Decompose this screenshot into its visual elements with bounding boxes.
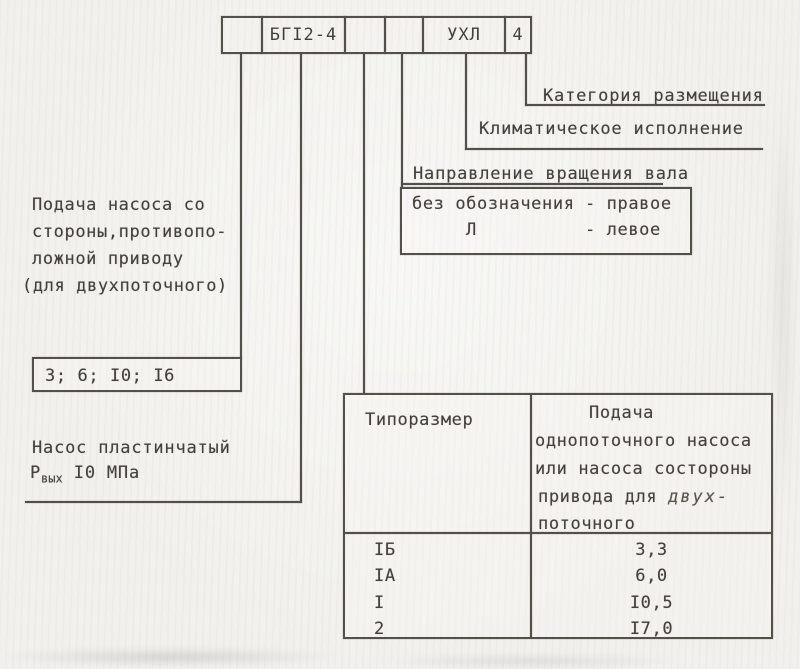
code-box-flow bbox=[221, 16, 263, 54]
scan-artifact bbox=[380, 654, 680, 668]
row3-flow: I0,5 bbox=[629, 593, 674, 613]
pressure-symbol: Р bbox=[30, 463, 42, 483]
row1-flow: 3,3 bbox=[635, 540, 668, 560]
rotation-code-default: без обозначения bbox=[412, 194, 575, 214]
rotation-value-right: - правое bbox=[585, 194, 672, 214]
shaft-rotation-box: без обозначения - правое Л - левое bbox=[400, 187, 692, 255]
row1-size: IБ bbox=[374, 540, 396, 560]
pressure-value: I0 МПа bbox=[73, 463, 140, 483]
table-header-size: Типоразмер bbox=[365, 410, 474, 430]
scan-artifact bbox=[770, 90, 796, 510]
code-box-climatic: УХЛ bbox=[422, 16, 506, 54]
leader-line-pump-type bbox=[300, 53, 302, 503]
placement-category-underline bbox=[525, 104, 765, 106]
row2-flow: 6,0 bbox=[635, 566, 668, 586]
flow-header-line4-handwritten: двух- bbox=[668, 487, 730, 507]
pump-type-line2: Рвых I0 МПа bbox=[30, 463, 140, 485]
flow-values-box: 3; 6; I0; I6 bbox=[32, 357, 242, 392]
shaft-rotation-title-underline bbox=[401, 183, 663, 185]
flow-header-line2: однопоточного насоса bbox=[535, 431, 752, 451]
code-box-category: 4 bbox=[504, 16, 532, 54]
code-box-size bbox=[344, 16, 386, 54]
row4-flow: I7,0 bbox=[629, 619, 674, 639]
code-box-series: БГI2-4 bbox=[261, 16, 346, 54]
placement-category-label: Категория размещения bbox=[543, 86, 764, 106]
pressure-subscript: вых bbox=[41, 471, 63, 486]
rotation-code-left: Л bbox=[466, 220, 477, 240]
leader-line-rotation bbox=[401, 53, 403, 189]
flow-header-line3: или насоса состороны bbox=[535, 459, 752, 479]
code-box-rotation bbox=[384, 16, 424, 54]
flow-header-line5: поточного bbox=[538, 514, 636, 534]
leader-line-flow-box bbox=[240, 53, 242, 359]
row2-size: IА bbox=[374, 566, 396, 586]
row3-size: I bbox=[374, 593, 385, 613]
climatic-version-underline bbox=[465, 148, 763, 150]
leader-line-category bbox=[525, 53, 527, 106]
opposite-side-flow-caption: Подача насоса со стороны,противопо- ложн… bbox=[22, 192, 228, 300]
scan-artifact bbox=[0, 648, 340, 666]
flow-header-line1: Подача bbox=[589, 403, 655, 423]
table-column-divider bbox=[530, 395, 532, 637]
pump-type-underline bbox=[25, 501, 302, 503]
flow-header-line4-typed: привода для bbox=[538, 487, 658, 507]
shaft-rotation-title: Направление вращения вала bbox=[413, 164, 689, 184]
pump-type-line1: Насос пластинчатый bbox=[32, 438, 231, 458]
caption-line-3: ложной приводу bbox=[32, 249, 184, 269]
flow-rate-table: Типоразмер Подача однопоточного насоса и… bbox=[343, 393, 773, 639]
rotation-value-left: - левое bbox=[585, 220, 661, 240]
caption-line-1: Подача насоса со bbox=[32, 195, 206, 215]
row4-size: 2 bbox=[374, 619, 385, 639]
flow-values-text: 3; 6; I0; I6 bbox=[45, 366, 176, 386]
climatic-version-label: Климатическое исполнение bbox=[479, 119, 744, 139]
leader-line-climatic bbox=[465, 53, 467, 150]
flow-header-line4: привода для двух- bbox=[538, 487, 729, 507]
caption-line-2: стороны,противопо- bbox=[32, 222, 228, 242]
caption-line-4: (для двухпоточного) bbox=[22, 276, 228, 296]
designation-code-row: БГI2-4 УХЛ 4 bbox=[221, 16, 532, 54]
table-header-divider bbox=[345, 532, 771, 534]
leader-line-size-table bbox=[363, 53, 365, 394]
